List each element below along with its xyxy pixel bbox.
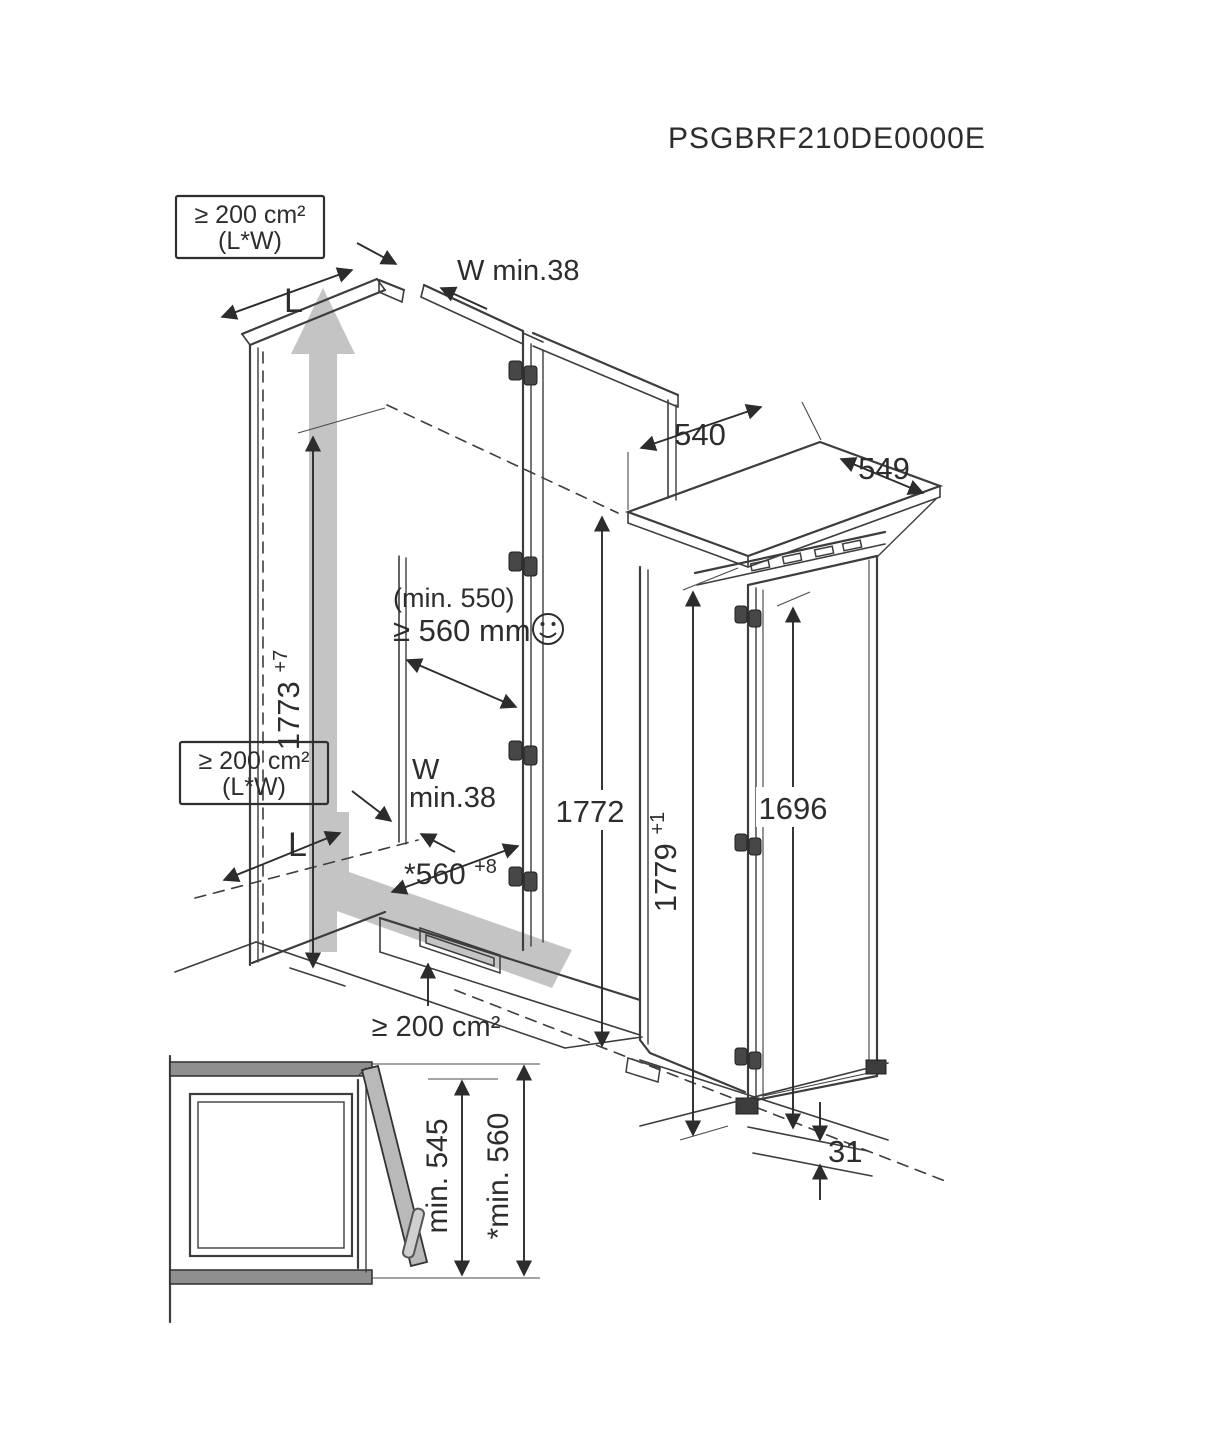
- page-title: PSGBRF210DE0000E: [668, 122, 986, 155]
- niche-width-label: *560 +8: [404, 856, 497, 891]
- top-view-open-door: [360, 1064, 429, 1268]
- floor-reference-line: [454, 989, 946, 1182]
- hinge-icon: [734, 605, 762, 628]
- niche-height-value: 1773: [271, 681, 306, 750]
- hinge-icon: [508, 740, 538, 766]
- plinth-recess-label: 31: [828, 1134, 862, 1169]
- niche-depth-value: ≥ 560 mm: [393, 613, 531, 648]
- top-view-outer-depth-label: *min. 560: [482, 1113, 515, 1240]
- wall-thickness-label-top: W min.38: [457, 255, 579, 287]
- top-view-appliance-body: [188, 1092, 354, 1258]
- vent-area-box-top: ≥ 200 cm² (L*W): [174, 194, 326, 260]
- wall-thickness-bottom-w: W: [412, 754, 440, 786]
- appliance-height-label: 1779 +1: [647, 812, 683, 912]
- appliance-height-tolerance: +1: [647, 812, 669, 835]
- wall-thickness-bottom-min38: min.38: [409, 782, 496, 814]
- niche-inner-height-label: 1772: [556, 794, 625, 829]
- niche-width-value: *560: [404, 858, 466, 891]
- appliance-height-value: 1779: [648, 843, 683, 912]
- niche-length-label-bottom: L: [288, 826, 307, 864]
- top-view-inner-depth-label: min. 545: [421, 1118, 454, 1233]
- appliance-top-depth-label: 540: [674, 417, 726, 452]
- hidden-edge-top: [386, 404, 619, 514]
- door-height-label: 1696: [759, 791, 828, 826]
- vent-area-top-line1: ≥ 200 cm²: [195, 201, 306, 229]
- top-view-upper-wall: [169, 1061, 373, 1077]
- airflow-up-arrow-head: [291, 288, 355, 354]
- niche-height-label: 1773 +7: [270, 650, 306, 750]
- hinge-icon: [734, 833, 762, 856]
- top-view-lower-wall: [169, 1269, 373, 1285]
- hinge-icon: [734, 1047, 762, 1070]
- niche-depth-note: (min. 550): [393, 583, 515, 613]
- bottom-vent-area-label: ≥ 200 cm²: [372, 1011, 501, 1043]
- niche-height-tolerance: +7: [270, 650, 292, 673]
- base-vent-grille: [625, 1057, 661, 1083]
- plinth-vent-slot-inner: [425, 933, 495, 968]
- door-handle: [401, 1207, 425, 1259]
- hinge-icon: [508, 551, 538, 577]
- niche-length-label-top: L: [284, 282, 303, 320]
- airflow-bottom-ribbon: [323, 812, 572, 988]
- vent-area-bottom-line1: ≥ 200 cm²: [199, 747, 310, 775]
- appliance-depth-label: 549: [858, 451, 910, 486]
- top-view-drawing: [168, 1054, 540, 1324]
- vent-area-top-line2: (L*W): [218, 227, 282, 255]
- annotations: PSGBRF210DE0000E ≥ 200 cm² (L*W) ≥ 200 c…: [174, 122, 986, 1277]
- appliance-foot: [865, 1059, 887, 1075]
- vent-area-box-bottom: ≥ 200 cm² (L*W): [178, 740, 330, 806]
- vent-area-bottom-line2: (L*W): [222, 773, 286, 801]
- niche-width-tolerance: +8: [474, 856, 497, 878]
- appliance-drawing: [624, 440, 944, 1177]
- plinth-vent-slot: [419, 926, 501, 975]
- smiley-icon: [532, 613, 564, 645]
- hinge-icon: [508, 360, 538, 386]
